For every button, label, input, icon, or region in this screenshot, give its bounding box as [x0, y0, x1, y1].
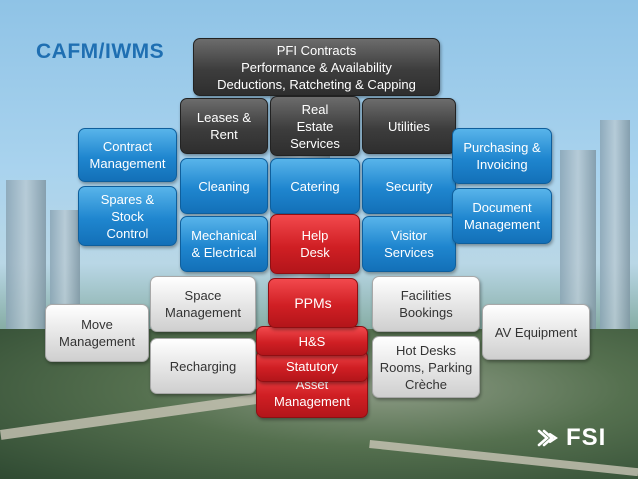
security-box: Security [362, 158, 456, 214]
catering-box: Catering [270, 158, 360, 214]
pfi-contracts-box: PFI Contracts Performance & Availability… [193, 38, 440, 96]
hot-desks-box: Hot Desks Rooms, Parking Crèche [372, 336, 480, 398]
background-building [600, 120, 630, 350]
space-management-box: Space Management [150, 276, 256, 332]
move-management-box: Move Management [45, 304, 149, 362]
mechanical-electrical-box: Mechanical & Electrical [180, 216, 268, 272]
real-estate-services-box: Real Estate Services [270, 96, 360, 156]
fsi-logo-icon [537, 429, 558, 447]
background-building [6, 180, 46, 350]
visitor-services-box: Visitor Services [362, 216, 456, 272]
leases-rent-box: Leases & Rent [180, 98, 268, 154]
contract-management-box: Contract Management [78, 128, 177, 182]
document-management-box: Document Management [452, 188, 552, 244]
help-desk-box: Help Desk [270, 214, 360, 274]
utilities-box: Utilities [362, 98, 456, 154]
purchasing-invoicing-box: Purchasing & Invoicing [452, 128, 552, 184]
diagram-title: CAFM/IWMS [36, 40, 165, 63]
facilities-bookings-box: Facilities Bookings [372, 276, 480, 332]
fsi-logo: FSI [536, 424, 606, 452]
recharging-box: Recharging [150, 338, 256, 394]
cleaning-box: Cleaning [180, 158, 268, 214]
logo-text: FSI [566, 424, 607, 451]
spares-stock-control-box: Spares & Stock Control [78, 186, 177, 246]
ppms-box: PPMs [268, 278, 358, 328]
av-equipment-box: AV Equipment [482, 304, 590, 360]
hs-box: H&S [256, 326, 368, 356]
